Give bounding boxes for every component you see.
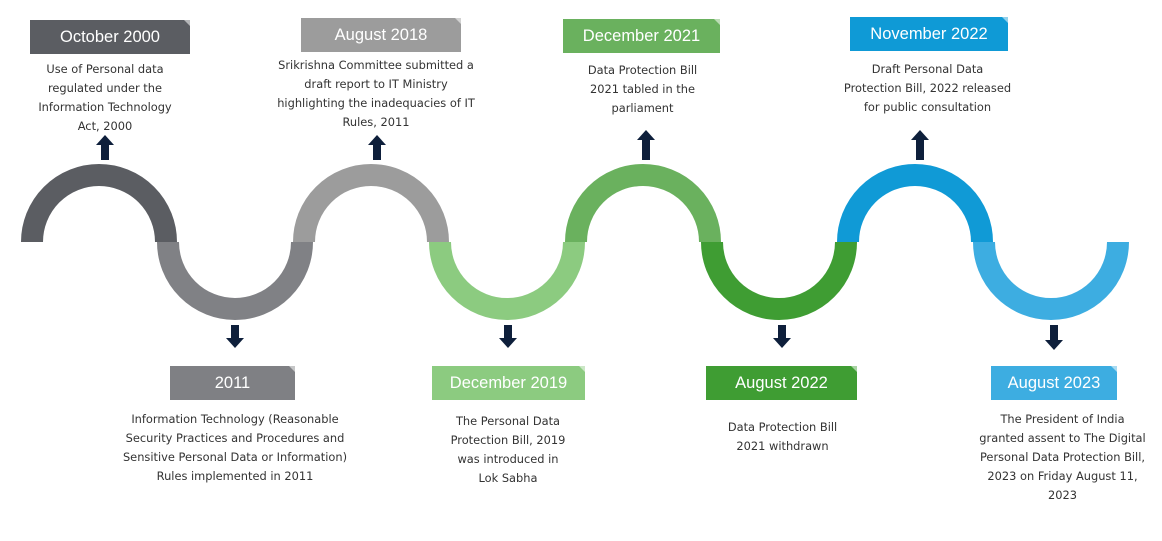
event-description-nov-2022: Draft Personal Data Protection Bill, 202… xyxy=(843,62,1012,114)
wave-segments xyxy=(21,164,1129,320)
wave-segment-2011 xyxy=(157,241,313,320)
wave-segment-dec-2021 xyxy=(565,164,721,243)
wave-segment-oct-2000 xyxy=(21,164,177,243)
event-description-dec-2021: Data Protection Bill 2021 tabled in the … xyxy=(587,63,698,115)
wave-segment-aug-2018 xyxy=(293,164,449,243)
event-description-aug-2023: The President of India granted assent to… xyxy=(979,412,1146,502)
date-label-nov-2022: November 2022 xyxy=(850,17,1008,51)
wave-arrows xyxy=(96,130,1063,350)
arrow-down-icon xyxy=(773,325,791,348)
date-label-2011: 2011 xyxy=(170,366,295,400)
arrow-down-icon xyxy=(1045,325,1063,350)
event-description-aug-2022: Data Protection Bill 2021 withdrawn xyxy=(727,420,838,453)
date-label-aug-2018: August 2018 xyxy=(301,18,461,52)
arrow-up-icon xyxy=(96,135,114,160)
event-description-dec-2019: The Personal Data Protection Bill, 2019 … xyxy=(450,414,566,485)
wave-segment-aug-2023 xyxy=(973,241,1129,320)
event-description-aug-2018: Srikrishna Committee submitted a draft r… xyxy=(277,58,475,129)
arrow-up-icon xyxy=(911,130,929,160)
date-label-aug-2023: August 2023 xyxy=(991,366,1117,400)
wave-segment-dec-2019 xyxy=(429,241,585,320)
date-label-dec-2021: December 2021 xyxy=(563,19,720,53)
date-label-oct-2000: October 2000 xyxy=(30,20,190,54)
event-description-oct-2000: Use of Personal data regulated under the… xyxy=(38,62,172,133)
arrow-down-icon xyxy=(499,325,517,348)
event-description-2011: Information Technology (Reasonable Secur… xyxy=(122,412,348,483)
date-label-dec-2019: December 2019 xyxy=(432,366,585,400)
arrow-up-icon xyxy=(637,130,655,160)
wave-segment-aug-2022 xyxy=(701,241,857,320)
arrow-down-icon xyxy=(226,325,244,348)
date-label-aug-2022: August 2022 xyxy=(706,366,857,400)
arrow-up-icon xyxy=(368,135,386,160)
wave-segment-nov-2022 xyxy=(837,164,993,243)
